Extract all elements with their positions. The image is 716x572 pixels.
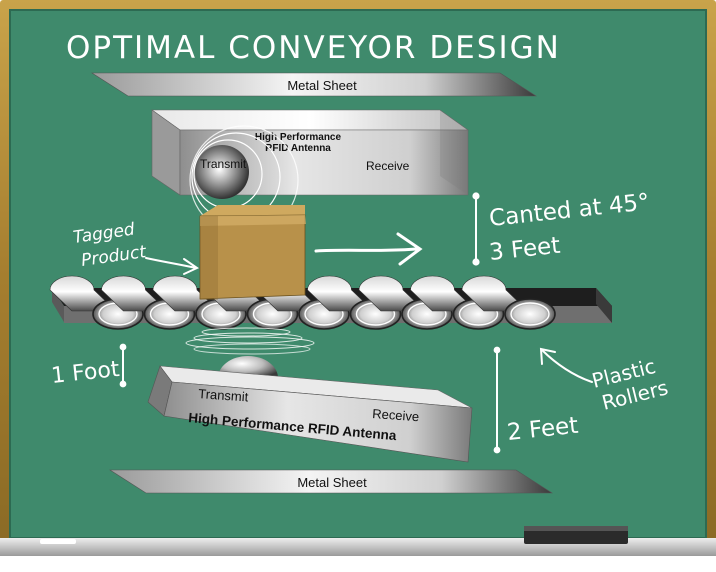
- top-antenna-name-line1: High Performance: [255, 132, 342, 143]
- roller-pointer-arrow-icon: [539, 347, 593, 383]
- roller-icon: [358, 275, 453, 330]
- tagged-product-box: [199, 205, 306, 300]
- board-title: OPTIMAL CONVEYOR DESIGN: [66, 30, 561, 66]
- direction-arrow-icon: [314, 232, 423, 266]
- three-feet-marker: [472, 192, 480, 266]
- roller-icon: [461, 275, 556, 330]
- metal-sheet-bottom-label: Metal Sheet: [297, 475, 367, 490]
- metal-sheet-top-label: Metal Sheet: [287, 78, 357, 93]
- product-pointer-arrow-icon: [145, 257, 200, 275]
- eraser-icon[interactable]: [524, 526, 628, 544]
- metal-sheet-bottom: Metal Sheet: [108, 469, 554, 494]
- roller-set: [49, 275, 556, 330]
- chalk-stick-icon[interactable]: [40, 539, 76, 544]
- metal-sheet-top: Metal Sheet: [90, 72, 538, 97]
- top-antenna-name-line2: RFID Antenna: [265, 143, 331, 154]
- roller-icon: [49, 275, 144, 330]
- top-antenna-transmit: Transmit: [200, 157, 247, 171]
- rfid-antenna-bottom: Transmit Receive High Performance RFID A…: [147, 365, 473, 463]
- top-antenna-receive: Receive: [366, 159, 410, 173]
- bottom-antenna-receive: Receive: [372, 406, 420, 424]
- bottom-antenna-transmit: Transmit: [198, 386, 249, 404]
- one-foot-marker: [119, 343, 127, 388]
- two-feet-marker: [493, 346, 501, 454]
- board-surface: [10, 10, 706, 538]
- rfid-antenna-top: High Performance RFID Antenna Transmit R…: [151, 109, 469, 235]
